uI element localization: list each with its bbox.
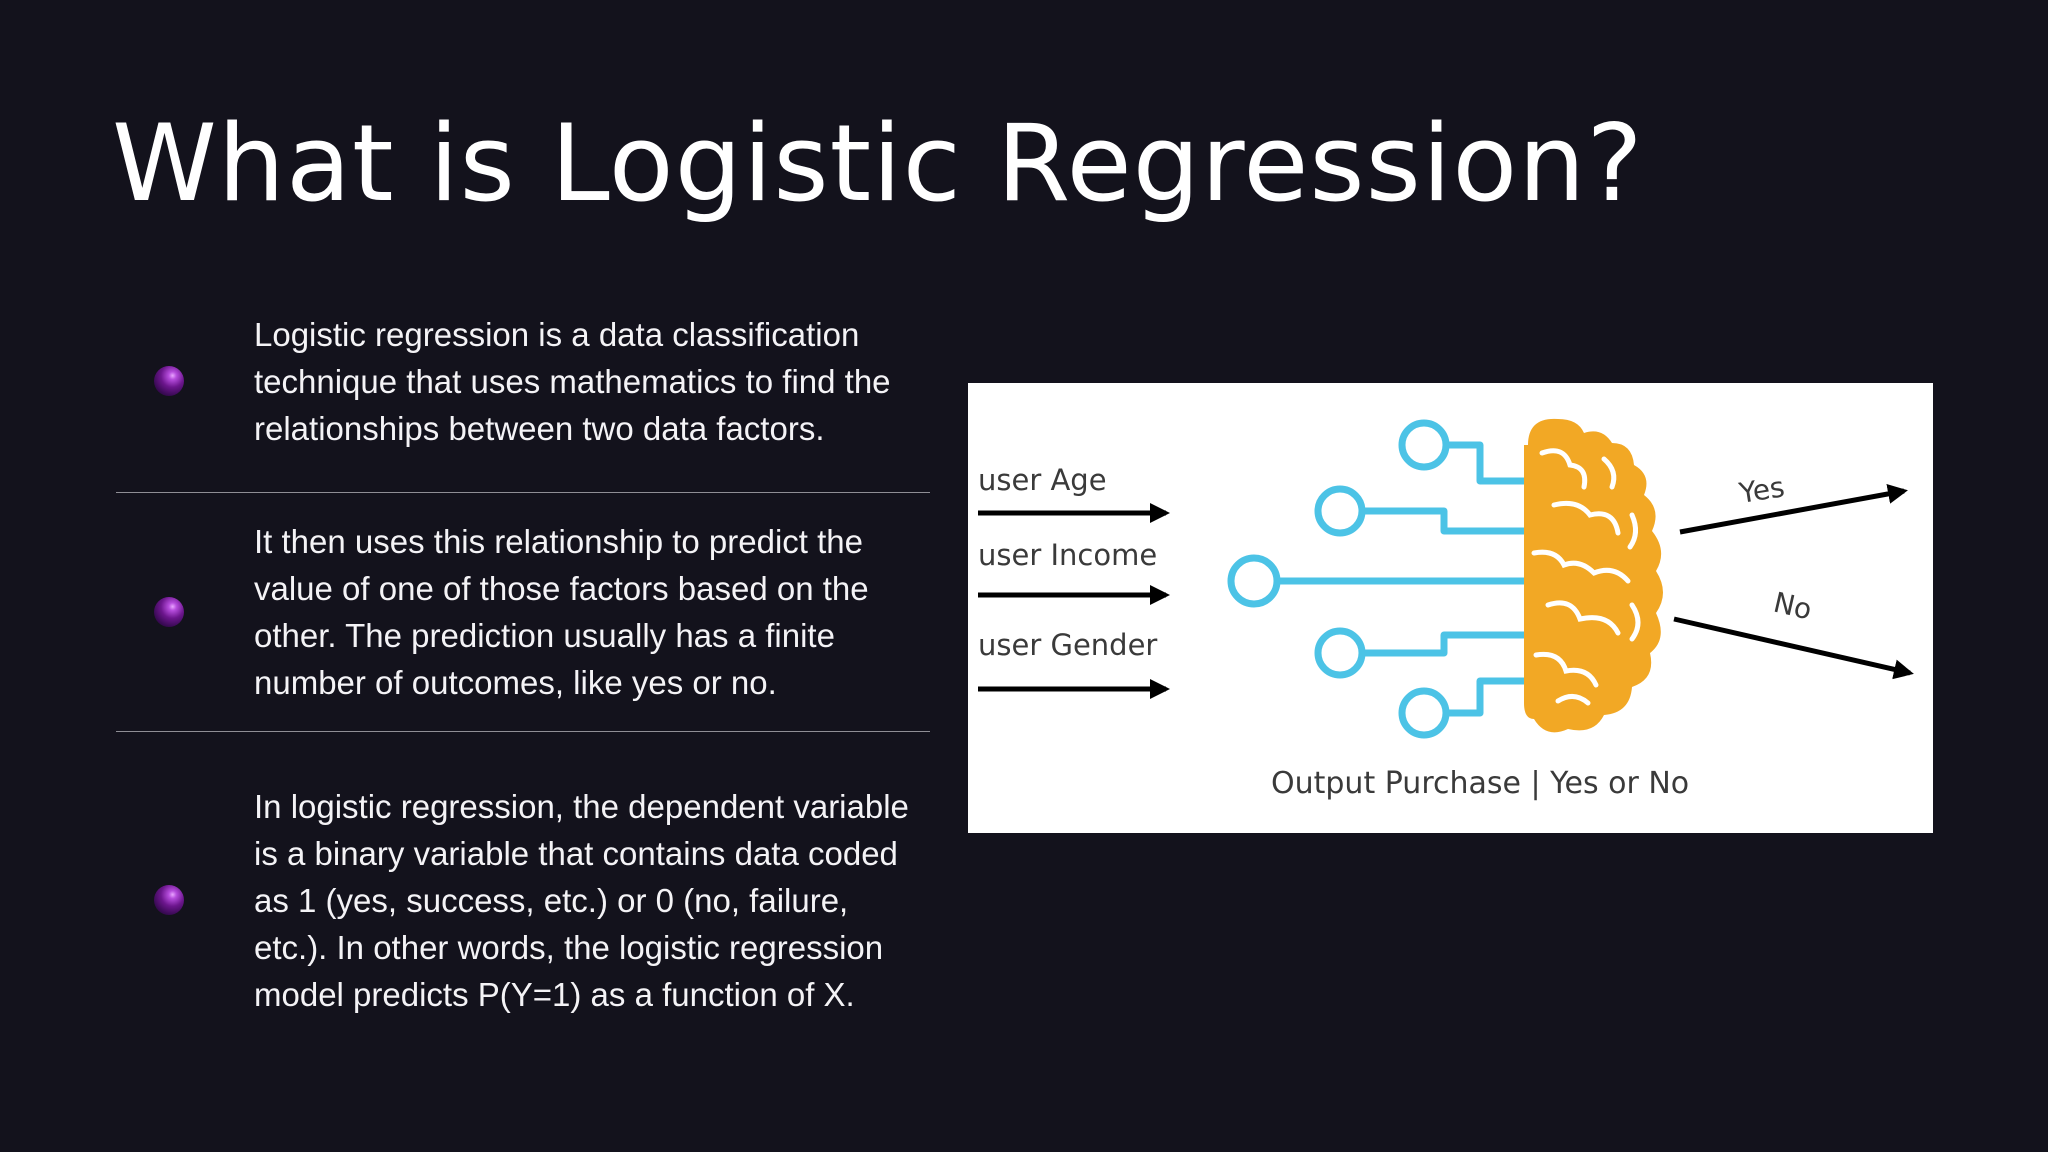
bullet-item: In logistic regression, the dependent va… bbox=[116, 732, 930, 1068]
page-title: What is Logistic Regression? bbox=[112, 102, 1644, 225]
bullet-text: It then uses this relationship to predic… bbox=[254, 523, 869, 701]
bullet-item: It then uses this relationship to predic… bbox=[116, 493, 930, 731]
output-arrow-no bbox=[1673, 616, 1914, 680]
input-label-income: user Income bbox=[978, 538, 1157, 572]
bullet-dot-icon bbox=[154, 597, 184, 627]
bullet-dot-icon bbox=[154, 366, 184, 396]
output-label-yes: Yes bbox=[1736, 470, 1787, 510]
output-label-no: No bbox=[1770, 586, 1815, 627]
logistic-regression-figure: user Age user Income user Gender bbox=[968, 383, 1933, 833]
divider bbox=[116, 731, 930, 732]
figure-svg: user Age user Income user Gender bbox=[978, 418, 1914, 801]
bullet-item: Logistic regression is a data classifica… bbox=[116, 270, 930, 492]
output-arrow-yes bbox=[1679, 484, 1908, 535]
bullet-text: In logistic regression, the dependent va… bbox=[254, 787, 909, 1013]
figure-caption: Output Purchase | Yes or No bbox=[1271, 766, 1689, 801]
circuit-icon bbox=[1227, 419, 1536, 739]
input-label-age: user Age bbox=[978, 463, 1107, 497]
brain-icon bbox=[1524, 418, 1663, 733]
input-label-gender: user Gender bbox=[978, 628, 1157, 662]
bullet-dot-icon bbox=[154, 885, 184, 915]
bullet-list: Logistic regression is a data classifica… bbox=[116, 270, 930, 1068]
bullet-text: Logistic regression is a data classifica… bbox=[254, 315, 891, 447]
divider bbox=[116, 492, 930, 493]
